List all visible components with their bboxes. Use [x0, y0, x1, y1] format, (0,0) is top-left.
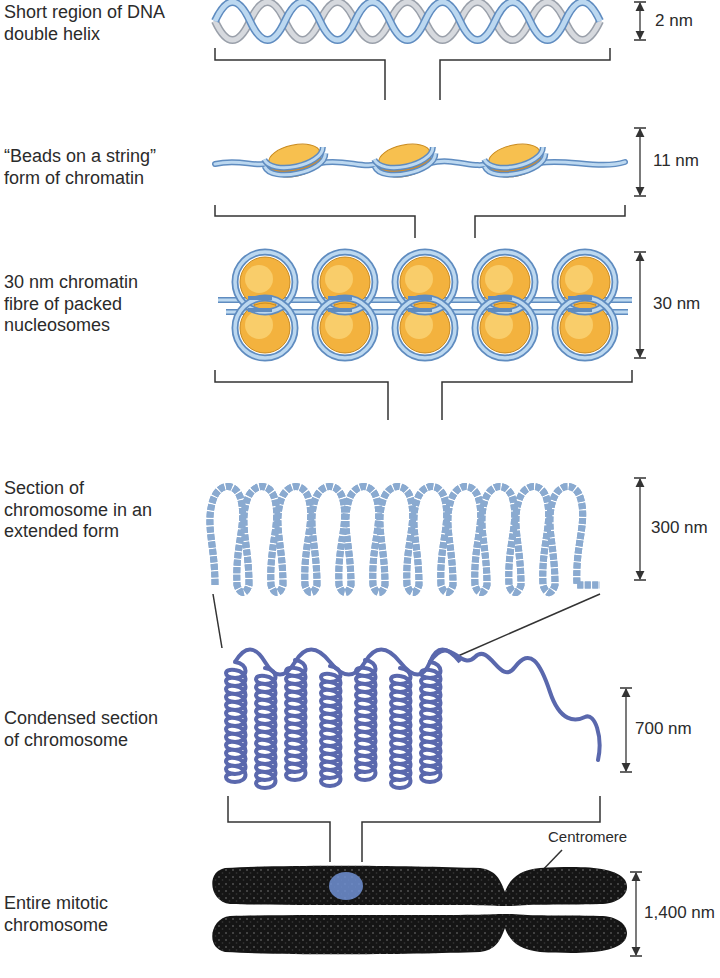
level-label: Section of chromosome in an extended for… [4, 478, 169, 543]
dimension-bars [620, 2, 646, 956]
dimension-label: 700 nm [634, 719, 693, 739]
part-label: Centromere [548, 828, 627, 846]
level-label: Short region of DNA double helix [4, 2, 169, 45]
dimension-label: 1,400 nm [643, 903, 716, 923]
dimension-label: 2 nm [654, 11, 694, 31]
dimension-label: 11 nm [652, 151, 700, 171]
extended-loops [210, 487, 600, 593]
level-label: Condensed section of chromosome [4, 708, 169, 751]
dimension-label: 300 nm [650, 518, 709, 538]
dna-helix [215, 2, 600, 40]
condensed-section [226, 650, 600, 789]
level-label: Entire mitotic chromosome [4, 893, 139, 936]
level-label: 30 nm chromatin fibre of packed nucleoso… [4, 272, 154, 337]
level-label: “Beads on a string” form of chromatin [4, 146, 184, 189]
bracket-lines [213, 48, 632, 902]
dimension-label: 30 nm [652, 294, 701, 314]
chromatin-fibre [218, 252, 632, 358]
mitotic-chromosome [212, 866, 627, 955]
beads-on-string [215, 139, 625, 182]
